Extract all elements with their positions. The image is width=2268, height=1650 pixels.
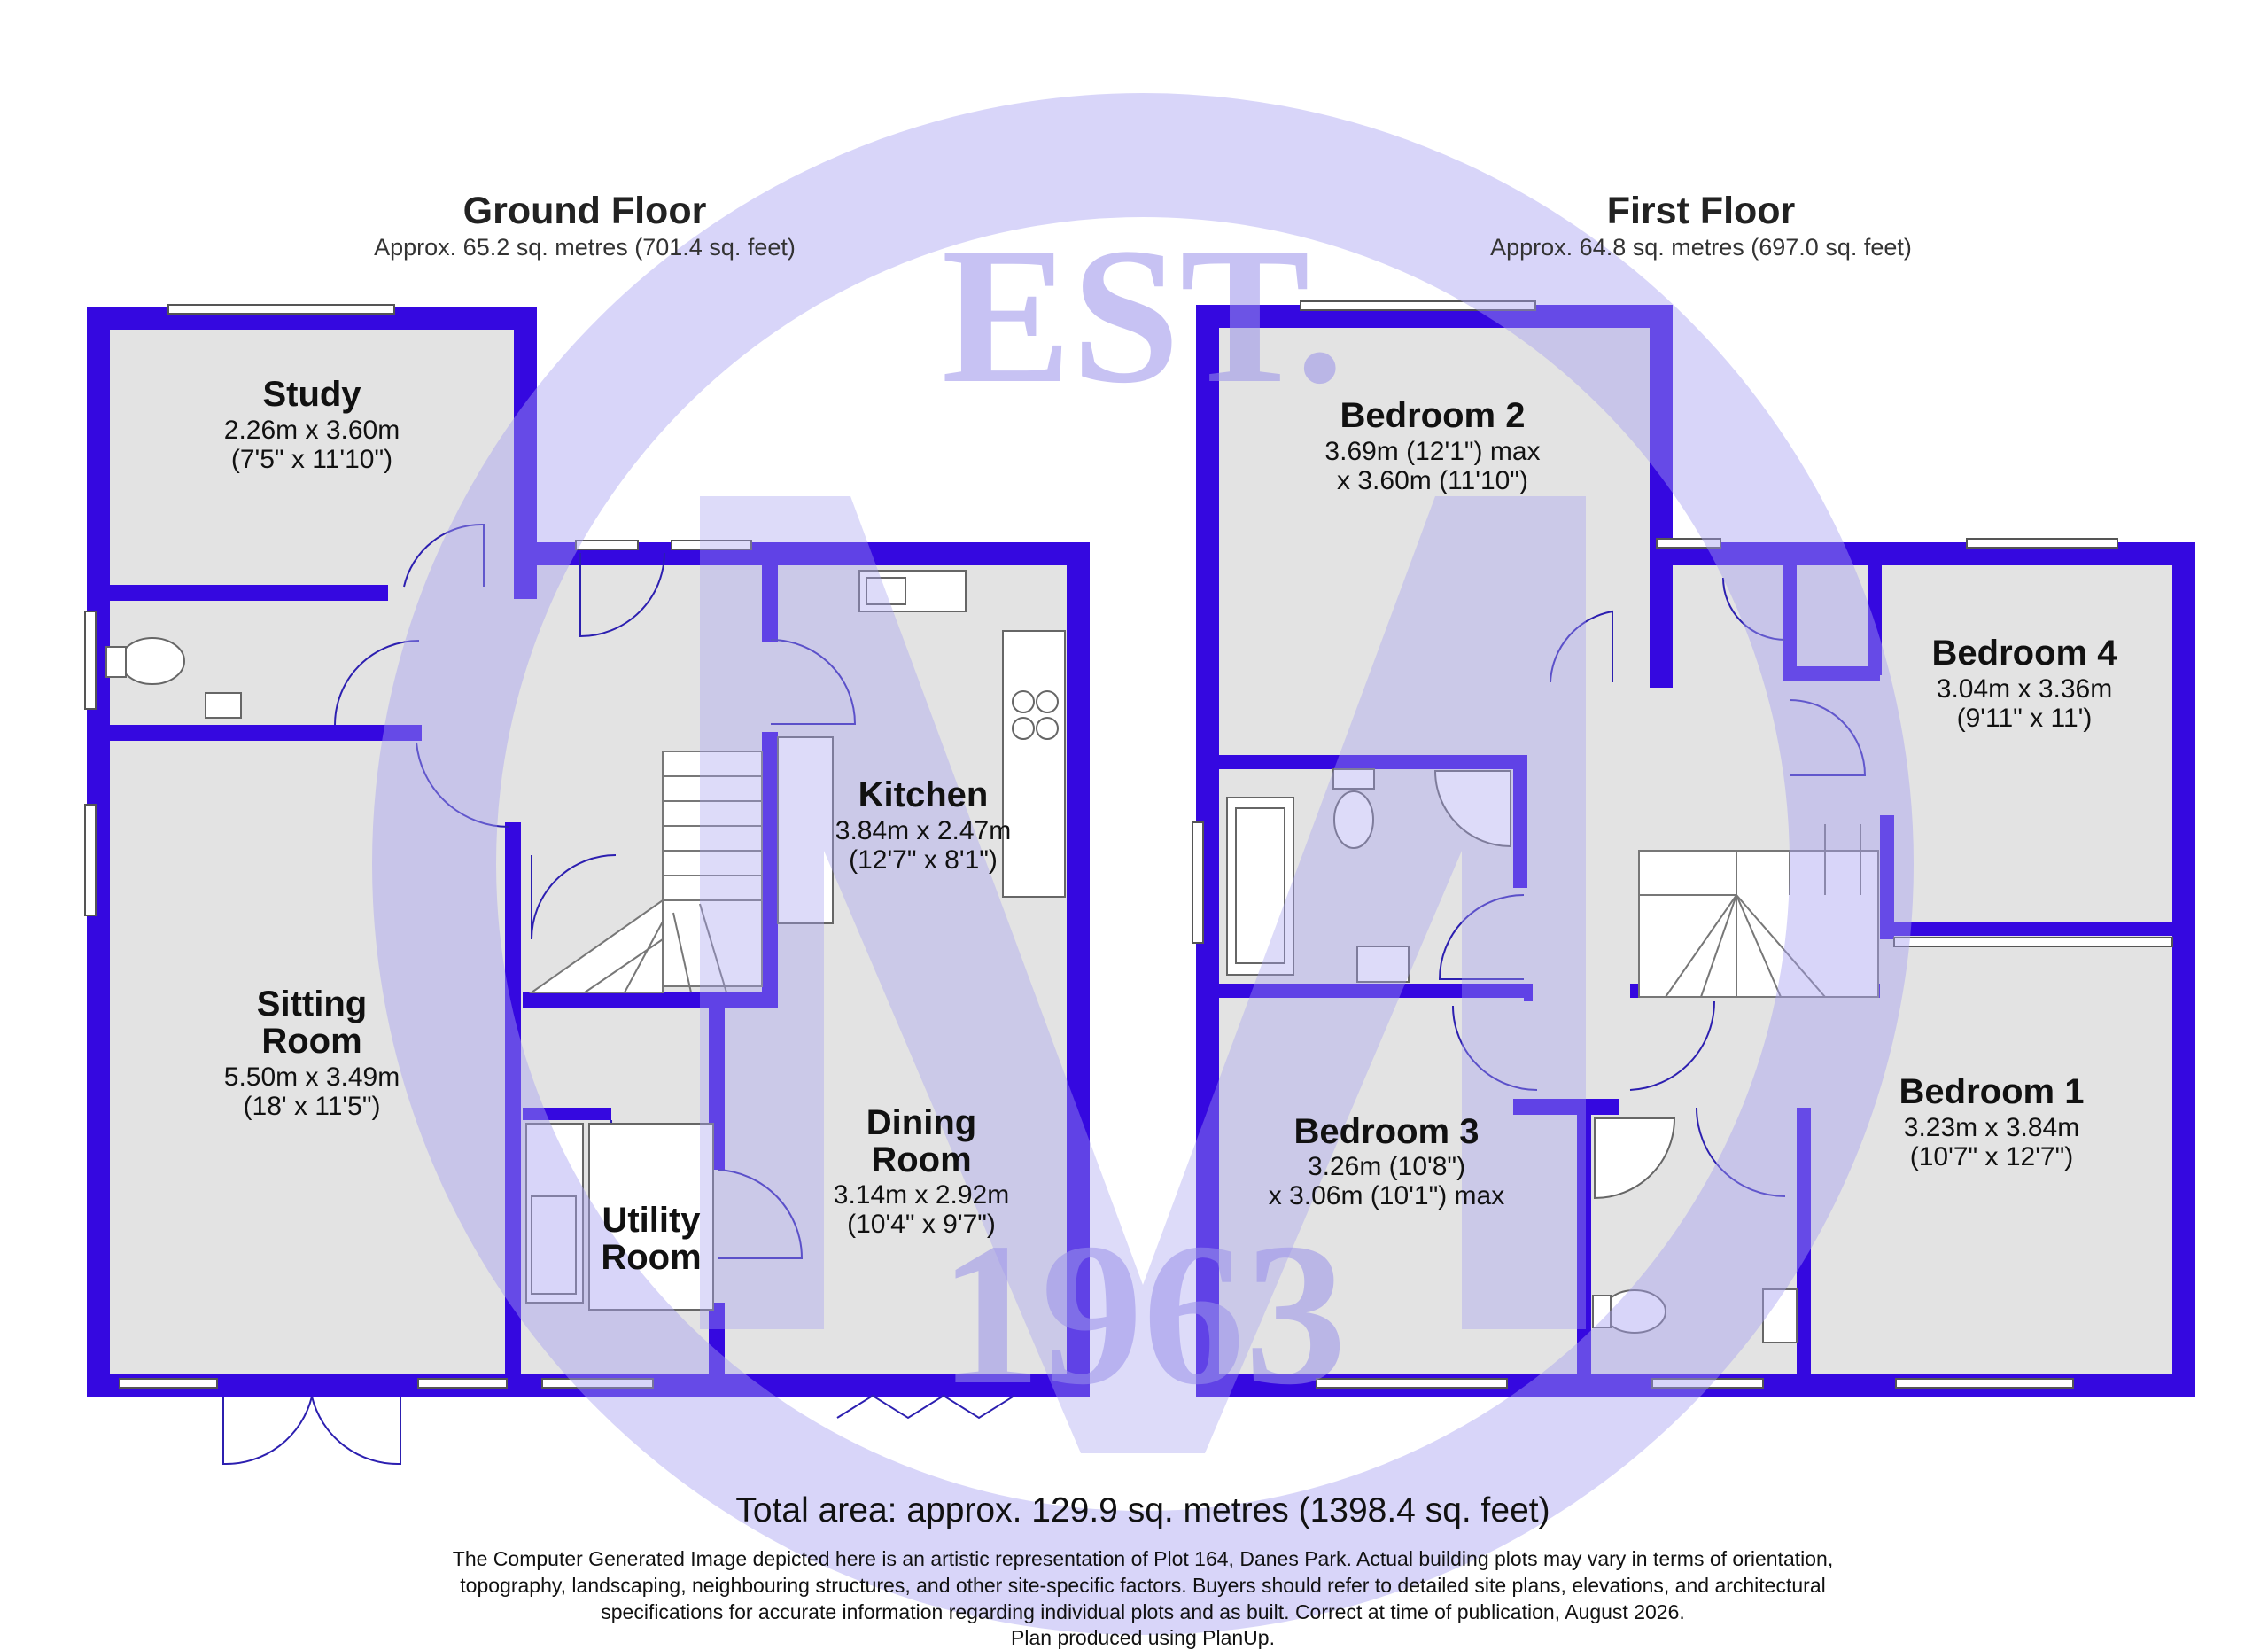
kitchen-dim-metric: 3.84m x 2.47m [835, 816, 1011, 845]
sitting-room-name-line2: Room [261, 1022, 361, 1061]
bedroom4-dim-imperial: (9'11" x 11') [1957, 704, 2093, 733]
dining-room-dim-metric: 3.14m x 2.92m [834, 1180, 1009, 1210]
dining-room-name-line1: Dining [866, 1103, 976, 1142]
bedroom1-dim-metric: 3.23m x 3.84m [1904, 1113, 2079, 1142]
study-dim-metric: 2.26m x 3.60m [224, 416, 400, 445]
first-floor-plan [1192, 300, 2195, 1397]
ground-floor-plan [84, 304, 1090, 1466]
bedroom2-dim-line1: 3.69m (12'1") max [1324, 437, 1540, 466]
watermark-bottom-text: 1963 [939, 1201, 1347, 1427]
dining-room-name-line2: Room [871, 1140, 971, 1179]
bedroom1-name: Bedroom 1 [1899, 1072, 2085, 1111]
kitchen-name: Kitchen [858, 775, 989, 814]
study-name: Study [262, 375, 361, 414]
watermark-top-text: EST. [942, 207, 1345, 424]
first-floor-title: First Floor [1607, 190, 1796, 232]
bedroom1-dim-imperial: (10'7" x 12'7") [1910, 1142, 2074, 1171]
sitting-room-dim-metric: 5.50m x 3.49m [224, 1062, 400, 1092]
utility-room-name-line2: Room [601, 1238, 701, 1277]
disclaimer-line-1: The Computer Generated Image depicted he… [453, 1547, 1833, 1570]
bedroom3-dim-line1: 3.26m (10'8") [1308, 1152, 1465, 1181]
ground-floor-title: Ground Floor [463, 190, 707, 232]
sitting-room-dim-imperial: (18' x 11'5") [244, 1092, 381, 1121]
dining-room-dim-imperial: (10'4" x 9'7") [847, 1210, 996, 1239]
ground-stairs [528, 751, 763, 993]
bedroom2-dim-line2: x 3.60m (11'10") [1337, 466, 1528, 495]
study-dim-imperial: (7'5" x 11'10") [231, 445, 392, 474]
bedroom4-name: Bedroom 4 [1932, 634, 2118, 673]
sitting-room-name-line1: Sitting [257, 985, 367, 1023]
ground-floor-area: Approx. 65.2 sq. metres (701.4 sq. feet) [374, 234, 796, 261]
disclaimer-line-2: topography, landscaping, neighbouring st… [460, 1574, 1825, 1597]
bedroom3-name: Bedroom 3 [1294, 1112, 1480, 1151]
bedroom3-dim-line2: x 3.06m (10'1") max [1269, 1181, 1504, 1210]
disclaimer-line-4: Plan produced using PlanUp. [1011, 1626, 1275, 1649]
watermark-logo [372, 93, 1914, 1635]
first-stairs [1638, 824, 1879, 998]
bedroom4-dim-metric: 3.04m x 3.36m [1937, 674, 2112, 704]
disclaimer-line-3: specifications for accurate information … [601, 1600, 1685, 1623]
bedroom2-name: Bedroom 2 [1340, 396, 1526, 435]
utility-room-name-line1: Utility [602, 1201, 701, 1240]
total-area: Total area: approx. 129.9 sq. metres (13… [735, 1491, 1550, 1529]
kitchen-dim-imperial: (12'7" x 8'1") [849, 845, 998, 875]
first-floor-area: Approx. 64.8 sq. metres (697.0 sq. feet) [1490, 234, 1912, 261]
